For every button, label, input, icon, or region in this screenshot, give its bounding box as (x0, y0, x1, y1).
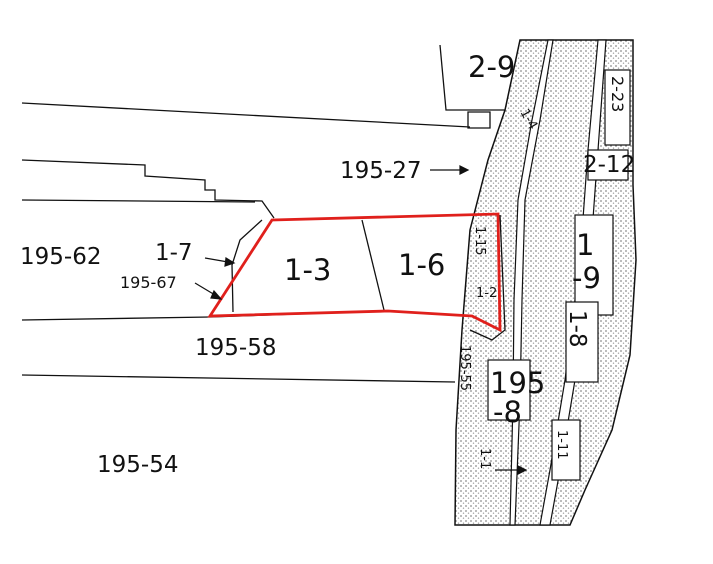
boundary-upper-1 (21, 102, 471, 128)
arrow-1-1-head (517, 465, 528, 475)
label-195-8-top: 195 (490, 366, 545, 400)
leader-arrows (194, 165, 528, 475)
label-1-1: 1-1 (477, 448, 492, 469)
label-195-27: 195-27 (340, 158, 421, 184)
arrow-195-27-head (459, 165, 470, 175)
boundary-2-9-tag (467, 111, 491, 129)
boundary-1-3-1-6 (361, 219, 385, 311)
label-1-3: 1-3 (284, 253, 331, 287)
label-1-15: 1-15 (472, 226, 487, 256)
parcel-box-2-23 (604, 69, 631, 146)
boundary-upper-2 (21, 159, 275, 219)
strip-parcels (487, 69, 631, 481)
boundary-low (21, 374, 456, 383)
arrow-195-67-head (210, 289, 223, 300)
boundary-1-7 (231, 219, 263, 313)
parcel-box-1-11 (551, 419, 581, 481)
highlighted-parcel (207, 212, 502, 333)
label-1-9-bottom: -9 (572, 261, 601, 295)
parcel-box-2-12 (587, 149, 629, 181)
parcel-box-195-8 (487, 359, 531, 421)
label-195-55: 195-55 (457, 345, 472, 391)
label-195-8-bottom: -8 (493, 395, 522, 429)
label-195-54: 195-54 (97, 452, 178, 478)
label-1-2: 1-2 (476, 286, 497, 301)
arrow-195-67 (194, 282, 216, 296)
label-1-11: 1-11 (554, 430, 569, 460)
label-195-67: 195-67 (120, 273, 177, 292)
road-channel-left (509, 39, 554, 526)
label-1-9-top: 1 (576, 228, 594, 262)
label-2-12: 2-12 (583, 152, 635, 178)
label-1-7: 1-7 (155, 240, 193, 266)
boundary-2-9 (439, 44, 505, 111)
label-195-62: 195-62 (20, 244, 101, 270)
label-2-23: 2-23 (608, 76, 627, 112)
arrow-1-7 (204, 257, 229, 263)
label-1-8: 1-8 (564, 310, 590, 348)
parcel-boundaries (21, 44, 506, 383)
boundary-1-2 (469, 214, 506, 341)
label-195-58: 195-58 (195, 335, 276, 361)
arrow-1-7-head (224, 256, 236, 267)
label-2-9: 2-9 (468, 50, 515, 84)
parcel-box-1-8 (565, 301, 599, 383)
parcel-labels: 2-9 195-27 195-62 1-7 195-67 1-3 1-6 195… (20, 50, 635, 478)
label-1-6: 1-6 (398, 248, 445, 282)
boundary-upper-3 (21, 199, 256, 203)
